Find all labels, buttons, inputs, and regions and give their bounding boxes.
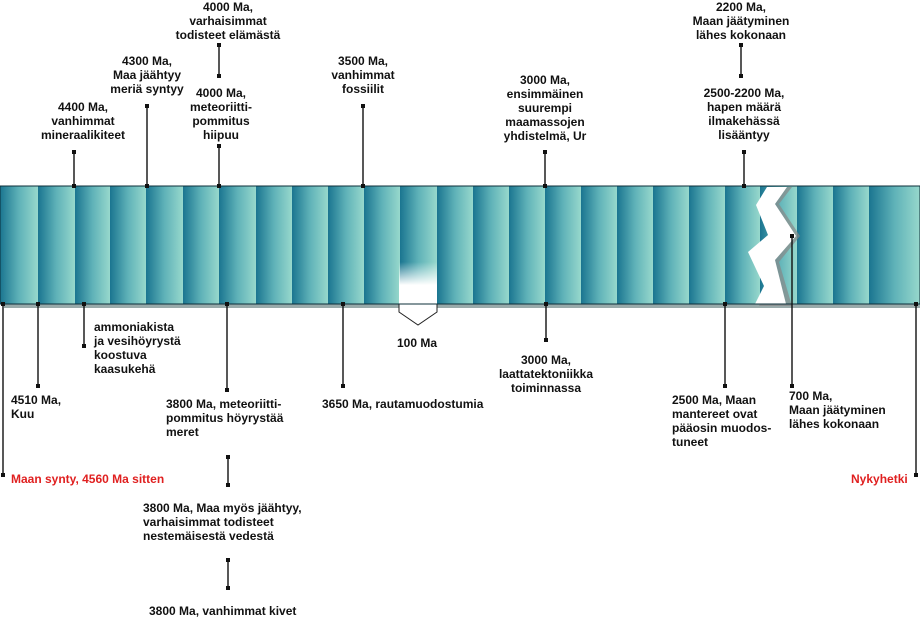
band-stripe [0, 186, 38, 304]
connector-end [361, 104, 365, 108]
label-3500: 3500 Ma, vanhimmat fossiilit [331, 54, 395, 96]
label-4000-life: 4000 Ma, varhaisimmat todisteet elämästä [175, 0, 281, 42]
label-ammonia-atmosphere: ammoniakista ja vesihöyrystä koostuva ka… [94, 320, 181, 376]
label-3800-water: 3800 Ma, Maa myös jäähtyy, varhaisimmat … [143, 501, 302, 543]
connector-end [36, 384, 40, 388]
label-100: 100 Ma [396, 336, 438, 350]
band-stripe [473, 186, 509, 304]
label-3800-rocks: 3800 Ma, vanhimmat kivet [149, 604, 297, 618]
connectors [1, 43, 918, 590]
connector-end [341, 302, 345, 306]
connector-end [217, 144, 221, 148]
connector-end [790, 234, 794, 238]
connector-end [790, 384, 794, 388]
connector-end [217, 184, 221, 188]
band-stripe [110, 186, 146, 304]
connector-end [217, 43, 221, 47]
connector-end [914, 302, 918, 306]
label-3000-tectonics: 3000 Ma, laattatektoniikka toiminnassa [498, 353, 594, 395]
connector-end [226, 558, 230, 562]
connector-end [361, 184, 365, 188]
connector-end [723, 384, 727, 388]
label-2500: 2500 Ma, Maan mantereet ovat pääosin muo… [672, 393, 772, 449]
connector-end [914, 473, 918, 477]
connector-end [226, 586, 230, 590]
band-stripe [437, 186, 473, 304]
connector-end [145, 104, 149, 108]
connector-end [723, 302, 727, 306]
connector-end [226, 483, 230, 487]
band-stripe [256, 186, 292, 304]
band-stripe [797, 186, 833, 304]
connector-end [1, 473, 5, 477]
band-stripe [183, 186, 219, 304]
band-stripe [146, 186, 183, 304]
connector-end [72, 150, 76, 154]
band-stripe [509, 186, 545, 304]
notch-100ma [398, 303, 438, 326]
label-3000-ur: 3000 Ma, ensimmäinen suurempi maamassoje… [503, 73, 587, 143]
connector-end [739, 43, 743, 47]
band-stripe [689, 186, 725, 304]
band-stripe [328, 186, 364, 304]
connector-end [543, 150, 547, 154]
connector-end [543, 184, 547, 188]
connector-end [742, 150, 746, 154]
connector-end [739, 74, 743, 78]
connector-end [226, 455, 230, 459]
connector-end [82, 302, 86, 306]
label-4300: 4300 Ma, Maa jäähtyy meriä syntyy [110, 54, 184, 96]
band-stripe [292, 186, 328, 304]
band-stripe [617, 186, 653, 304]
connector-end [544, 302, 548, 306]
band-stripe [38, 186, 75, 304]
connector-end [742, 184, 746, 188]
label-3650: 3650 Ma, rautamuodostumia [322, 397, 484, 411]
label-4000-bombardment: 4000 Ma, meteoriitti- pommitus hiipuu [189, 86, 253, 142]
label-earth-formation: Maan synty, 4560 Ma sitten [11, 472, 165, 486]
label-2200: 2200 Ma, Maan jäätyminen lähes kokonaan [692, 0, 790, 42]
band-stripe [869, 186, 920, 304]
band-stripe [581, 186, 617, 304]
band-stripe [545, 186, 581, 304]
label-4400: 4400 Ma, vanhimmat mineraalikiteet [40, 100, 126, 142]
band-stripe [364, 186, 400, 304]
connector-end [36, 302, 40, 306]
timeline-break [748, 187, 796, 304]
connector-end [72, 184, 76, 188]
label-3800-vaporize: 3800 Ma, meteoriitti- pommitus höyrystää… [166, 397, 284, 439]
connector-end [225, 302, 229, 306]
connector-end [544, 338, 548, 342]
connector-end [225, 388, 229, 392]
connector-end [217, 74, 221, 78]
connector-end [341, 384, 345, 388]
label-4510: 4510 Ma, Kuu [11, 393, 62, 421]
connector-end [145, 184, 149, 188]
notch-fade [399, 262, 437, 304]
label-present: Nykyhetki [851, 472, 908, 486]
band-stripe [219, 186, 256, 304]
band-stripe [75, 186, 110, 304]
label-700: 700 Ma, Maan jäätyminen lähes kokonaan [789, 389, 886, 431]
label-2500-2200: 2500-2200 Ma, hapen määrä ilmakehässä li… [703, 86, 785, 142]
band-stripe [653, 186, 689, 304]
band-stripe [725, 186, 760, 304]
connector-end [82, 344, 86, 348]
band-outline [0, 185, 920, 305]
band-stripe [833, 186, 869, 304]
connector-end [1, 302, 5, 306]
